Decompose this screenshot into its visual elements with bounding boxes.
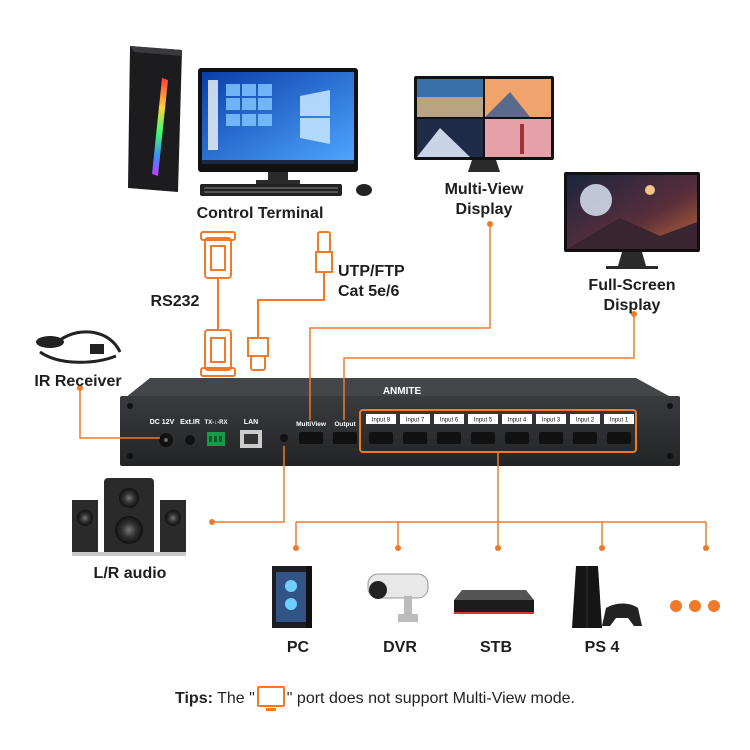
output-port-label: Output — [334, 421, 356, 428]
brand-logo: ANMITE — [383, 386, 422, 397]
rs232-connector-icon — [200, 231, 236, 377]
ir-receiver-label: IR Receiver — [34, 373, 122, 390]
multi-view-label-line2: Display — [455, 201, 513, 218]
multiview-port-label: MultiView — [296, 421, 327, 428]
multi-view-display-icon — [414, 76, 554, 172]
utp-label-line2: Cat 5e/6 — [338, 283, 400, 300]
input-label-tag — [604, 414, 634, 424]
ir-receiver-icon — [36, 330, 122, 364]
input-label-tag — [400, 414, 430, 424]
multiviewer-device — [120, 378, 680, 466]
input-label-tag — [434, 414, 464, 424]
lr-audio-speakers-icon — [72, 478, 186, 556]
input-port-label-5: Input 5 — [474, 418, 493, 424]
input-label-tag — [570, 414, 600, 424]
full-screen-label-line2: Display — [603, 297, 661, 314]
source-label-ps4: PS 4 — [584, 639, 620, 656]
stb-box-icon — [454, 590, 534, 614]
input-port-label-2: Input 2 — [576, 418, 595, 424]
input-port-label-3: Input 3 — [542, 418, 561, 424]
hdmi-input-port-1 — [607, 432, 631, 444]
source-label-pc: PC — [286, 639, 310, 656]
rs232-label: RS232 — [150, 293, 200, 310]
source-label-stb: STB — [480, 639, 512, 656]
hdmi-input-port-8 — [369, 432, 393, 444]
monitor-port-icon — [256, 686, 285, 711]
dvr-camera-icon — [367, 573, 429, 622]
tips-note: Tips: The " " port does not support Multi… — [0, 686, 750, 711]
input-label-tag — [502, 414, 532, 424]
control-terminal-pc-icon — [128, 46, 372, 196]
dc-port-label: DC 12V — [150, 419, 175, 426]
source-label-dvr: DVR — [383, 639, 417, 656]
hdmi-input-port-7 — [403, 432, 427, 444]
txrx-label: TX-↓-RX — [205, 420, 228, 426]
more-devices-dots — [670, 600, 720, 612]
hdmi-input-port-5 — [471, 432, 495, 444]
ext-ir-label: Ext.IR — [180, 419, 200, 426]
lan-label: LAN — [244, 419, 258, 426]
input-label-tag — [536, 414, 566, 424]
ps4-console-icon — [572, 566, 642, 628]
input-port-label-7: Input 7 — [406, 418, 425, 424]
utp-label-line1: UTP/FTP — [338, 263, 405, 280]
hdmi-input-port-4 — [505, 432, 529, 444]
input-port-label-1: Input 1 — [610, 418, 629, 424]
utp-cable-icon — [247, 231, 333, 371]
input-port-label-6: Input 6 — [440, 418, 459, 424]
tips-prefix: Tips: — [175, 690, 213, 707]
full-screen-label-line1: Full-Screen — [588, 277, 676, 294]
input-port-label-8: Input 8 — [372, 418, 391, 424]
input-label-tag — [366, 414, 396, 424]
hdmi-input-port-2 — [573, 432, 597, 444]
full-screen-display-icon — [564, 172, 700, 269]
connection-lines — [79, 224, 707, 546]
control-terminal-label: Control Terminal — [196, 205, 324, 222]
pc-tower-icon — [272, 566, 312, 628]
input-label-tag — [468, 414, 498, 424]
hdmi-input-ports: Input 8 Input 7 Input 6 Input 5 Input 4 Input… — [366, 414, 634, 444]
tips-text-before: The " — [212, 690, 255, 707]
tips-text-after: " port does not support Multi-View mode. — [286, 690, 575, 707]
connection-dots — [77, 221, 709, 551]
hdmi-input-port-6 — [437, 432, 461, 444]
lr-audio-label: L/R audio — [93, 565, 167, 582]
hdmi-input-port-3 — [539, 432, 563, 444]
multi-view-label-line1: Multi-View — [444, 181, 524, 198]
input-port-label-4: Input 4 — [508, 418, 527, 424]
